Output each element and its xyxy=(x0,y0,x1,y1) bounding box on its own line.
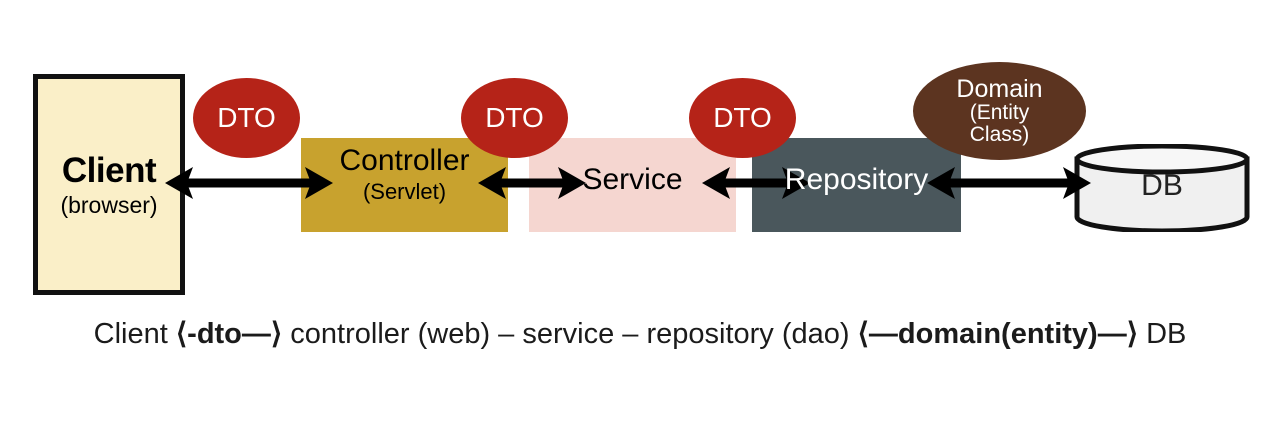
dto-bubble-1-label: DTO xyxy=(217,102,276,133)
caption-part2: controller (web) – service – repository … xyxy=(282,318,858,350)
database-label: DB xyxy=(1141,169,1183,202)
client-box xyxy=(33,74,185,295)
domain-bubble-line1: Domain xyxy=(956,74,1043,103)
domain-bubble-text: Domain (Entity Class) xyxy=(956,76,1042,146)
caption-dto-arrow: ⟨-dto—⟩ xyxy=(175,318,283,350)
database-cylinder xyxy=(1073,143,1251,234)
arrow-service-repository xyxy=(700,161,812,205)
client-label: Client (browser) xyxy=(33,152,185,220)
caption: Client ⟨-dto—⟩ controller (web) – servic… xyxy=(0,316,1280,351)
arrow-service-repository-svg xyxy=(702,167,810,199)
client-title: Client xyxy=(61,151,157,190)
database-cylinder-svg xyxy=(1074,143,1250,234)
caption-domain-arrow: ⟨—domain(entity)—⟩ xyxy=(857,318,1139,350)
caption-part1: Client xyxy=(93,318,176,350)
arrow-repository-db xyxy=(925,161,1093,205)
dto-bubble-2: DTO xyxy=(461,78,568,158)
arrow-controller-service-svg xyxy=(478,167,586,199)
caption-part3: DB xyxy=(1138,318,1187,350)
dto-bubble-2-label: DTO xyxy=(485,102,544,133)
arrow-controller-service xyxy=(476,161,588,205)
domain-bubble-line3: Class) xyxy=(969,123,1030,147)
dto-bubble-1: DTO xyxy=(193,78,300,158)
arrow-repository-db-svg xyxy=(927,167,1091,199)
domain-bubble-line2: (Entity xyxy=(969,101,1030,125)
dto-bubble-3-label: DTO xyxy=(713,102,772,133)
domain-bubble: Domain (Entity Class) xyxy=(913,62,1086,160)
arrow-client-controller xyxy=(163,161,335,205)
arrow-client-controller-svg xyxy=(165,167,333,199)
dto-bubble-3: DTO xyxy=(689,78,796,158)
client-subtitle: (browser) xyxy=(60,192,158,218)
controller-box xyxy=(301,138,508,232)
